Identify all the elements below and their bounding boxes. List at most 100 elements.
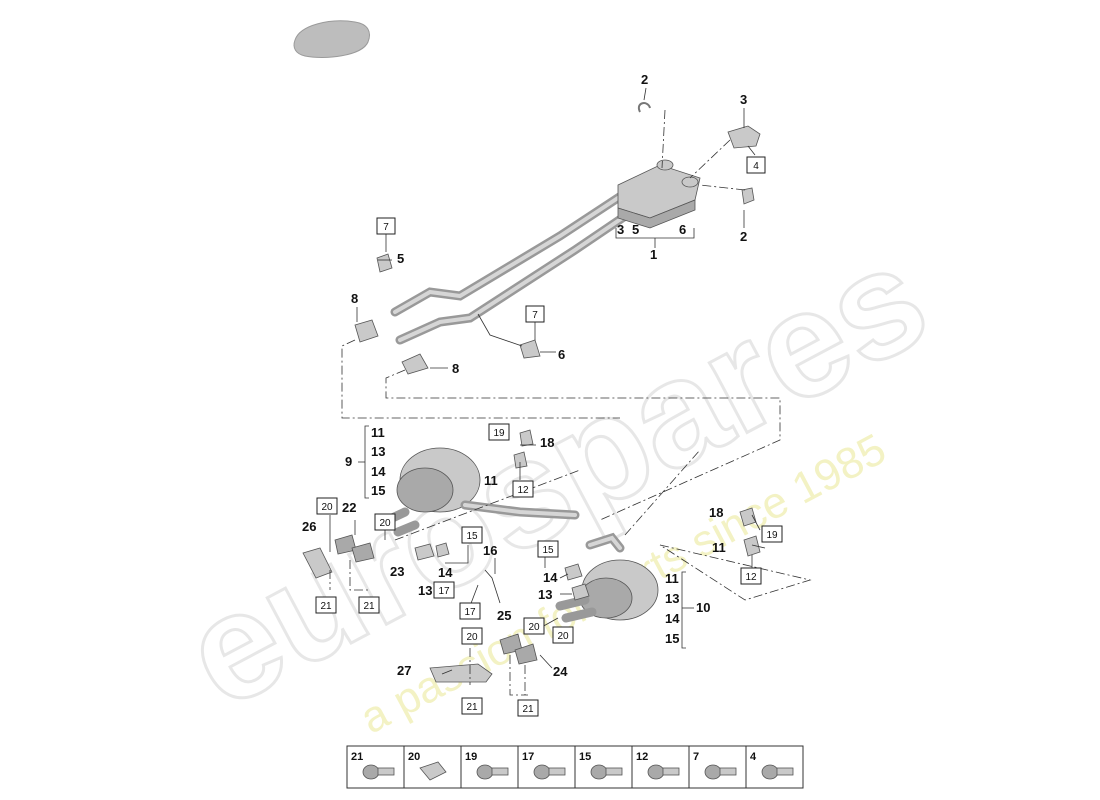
trim-part-27 bbox=[429, 663, 493, 683]
svg-text:15: 15 bbox=[542, 545, 554, 556]
boxed-ref: 19 bbox=[761, 525, 783, 543]
callout-1: 1 bbox=[650, 247, 657, 262]
callout-13: 13 bbox=[665, 591, 679, 606]
bolt-icon bbox=[704, 764, 737, 780]
svg-text:7: 7 bbox=[532, 310, 538, 321]
boxed-ref: 4 bbox=[746, 156, 766, 174]
fastener-number: 17 bbox=[522, 751, 534, 763]
svg-text:19: 19 bbox=[493, 428, 505, 439]
callout-11: 11 bbox=[665, 571, 679, 586]
svg-text:21: 21 bbox=[363, 601, 375, 612]
callout-15: 15 bbox=[371, 483, 385, 498]
callout-11: 11 bbox=[371, 425, 385, 440]
callout-23: 23 bbox=[390, 564, 404, 579]
callout-11: 11 bbox=[484, 473, 498, 488]
fastener-number: 21 bbox=[351, 751, 363, 763]
clip-part-14-right bbox=[564, 563, 590, 601]
svg-text:17: 17 bbox=[438, 586, 450, 597]
callout-9: 9 bbox=[345, 454, 352, 469]
clamp-part-8-lower bbox=[401, 353, 429, 375]
boxed-ref: 21 bbox=[517, 699, 539, 717]
boxed-ref: 12 bbox=[740, 567, 762, 585]
callout-15: 15 bbox=[665, 631, 679, 646]
boxed-references: 4 7 7 19 12 19 12 20 20 21 21 15 17 17 1… bbox=[315, 156, 783, 717]
fastener-number: 15 bbox=[579, 751, 591, 763]
svg-text:12: 12 bbox=[517, 485, 529, 496]
callout-13: 13 bbox=[418, 583, 432, 598]
boxed-ref: 7 bbox=[525, 305, 545, 323]
callout-11: 11 bbox=[712, 540, 726, 555]
hanger-part-3 bbox=[727, 125, 761, 149]
callout-3: 3 bbox=[740, 92, 747, 107]
bolt-icon bbox=[476, 764, 509, 780]
fastener-number: 4 bbox=[750, 751, 757, 763]
tailpipe-25 bbox=[499, 633, 538, 665]
svg-text:12: 12 bbox=[745, 572, 757, 583]
fastener-cell: 17 bbox=[517, 745, 576, 789]
hanger-part-5 bbox=[376, 253, 393, 273]
callout-22: 22 bbox=[342, 500, 356, 515]
tailpipe-22 bbox=[334, 534, 375, 563]
svg-text:21: 21 bbox=[522, 704, 534, 715]
boxed-ref: 17 bbox=[433, 581, 455, 599]
fastener-cell: 7 bbox=[688, 745, 747, 789]
hanger-part-6 bbox=[477, 313, 541, 359]
boxed-ref: 21 bbox=[358, 596, 380, 614]
boxed-ref: 7 bbox=[376, 217, 396, 235]
fastener-cell: 12 bbox=[631, 745, 690, 789]
bracket-part-16 bbox=[484, 569, 501, 604]
fastener-cell: 20 bbox=[403, 745, 462, 789]
svg-text:20: 20 bbox=[466, 632, 478, 643]
callout-2: 2 bbox=[641, 72, 648, 87]
boxed-ref: 21 bbox=[461, 697, 483, 715]
bolt-icon bbox=[761, 764, 794, 780]
callout-14: 14 bbox=[371, 464, 386, 479]
callout-numbers: 2 3 2 3 5 6 1 5 8 6 8 11 13 9 14 15 18 1… bbox=[302, 72, 747, 679]
callout-14: 14 bbox=[665, 611, 680, 626]
svg-text:21: 21 bbox=[320, 601, 332, 612]
clamp-part-2-top bbox=[637, 102, 651, 113]
boxed-ref: 20 bbox=[461, 627, 483, 645]
bolt-icon bbox=[647, 764, 680, 780]
svg-text:7: 7 bbox=[383, 222, 389, 233]
callout-24: 24 bbox=[553, 664, 568, 679]
bracket-part-18-left bbox=[513, 429, 534, 469]
callout-2: 2 bbox=[740, 229, 747, 244]
bracket-part-18-right bbox=[739, 507, 761, 557]
right-silencer bbox=[555, 532, 659, 623]
callout-8: 8 bbox=[351, 291, 358, 306]
fastener-cell: 21 bbox=[346, 745, 405, 789]
callout-5: 5 bbox=[397, 251, 404, 266]
bolt-icon bbox=[533, 764, 566, 780]
callout-13: 13 bbox=[538, 587, 552, 602]
boxed-ref: 17 bbox=[459, 602, 481, 620]
fastener-cell: 19 bbox=[460, 745, 519, 789]
watermark: eurospares a passion for parts since 198… bbox=[157, 210, 953, 743]
boxed-ref: 15 bbox=[461, 526, 483, 544]
svg-text:20: 20 bbox=[557, 631, 569, 642]
clamp-part-2-right bbox=[741, 187, 755, 205]
svg-text:4: 4 bbox=[753, 161, 759, 172]
callout-8: 8 bbox=[452, 361, 459, 376]
clip-part-14-left bbox=[414, 542, 450, 561]
boxed-ref: 12 bbox=[512, 480, 534, 498]
fastener-cell: 4 bbox=[745, 745, 804, 789]
callout-14: 14 bbox=[543, 570, 558, 585]
bolt-icon bbox=[590, 764, 623, 780]
callout-3: 3 bbox=[617, 222, 624, 237]
svg-text:19: 19 bbox=[766, 530, 778, 541]
callout-14: 14 bbox=[438, 565, 453, 580]
callout-18: 18 bbox=[540, 435, 554, 450]
boxed-ref: 15 bbox=[537, 540, 559, 558]
boxed-ref: 20 bbox=[374, 513, 396, 531]
callout-5: 5 bbox=[632, 222, 639, 237]
svg-text:21: 21 bbox=[466, 702, 478, 713]
svg-text:20: 20 bbox=[321, 502, 333, 513]
callout-6: 6 bbox=[558, 347, 565, 362]
boxed-ref: 19 bbox=[488, 423, 510, 441]
svg-text:20: 20 bbox=[528, 622, 540, 633]
